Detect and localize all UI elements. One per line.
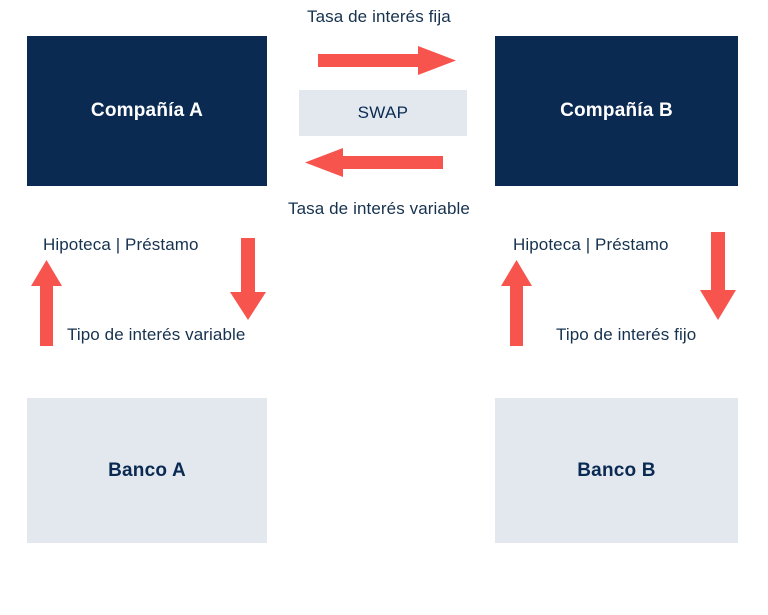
variable-rate-left-label: Tipo de interés variable [67,325,246,344]
bank-b-box: Banco B [495,398,738,543]
arrow-down-icon-company-b-payment [700,232,736,320]
company-b-label: Compañía B [560,100,673,121]
bank-a-box: Banco A [27,398,267,543]
variable-rate-bottom-label: Tasa de interés variable [288,199,470,218]
arrow-right-icon-fixed-rate [318,46,456,75]
mortgage-loan-right-label: Hipoteca | Préstamo [513,235,669,254]
swap-box: SWAP [299,90,467,136]
bank-b-label: Banco B [577,459,656,481]
swap-label: SWAP [357,103,409,122]
arrow-up-icon-bank-b-loan [501,260,532,346]
company-a-label: Compañía A [90,100,204,121]
company-a-box: Compañía A [27,36,267,186]
bank-a-label: Banco A [108,459,186,481]
arrow-up-icon-bank-a-loan [31,260,62,346]
company-b-box: Compañía B [495,36,738,186]
mortgage-loan-left-label: Hipoteca | Préstamo [43,235,199,254]
fixed-rate-top-label: Tasa de interés fija [307,7,451,26]
fixed-rate-right-label: Tipo de interés fijo [556,325,697,344]
arrow-left-icon-variable-rate [305,148,443,177]
arrow-down-icon-company-a-payment [230,238,266,320]
